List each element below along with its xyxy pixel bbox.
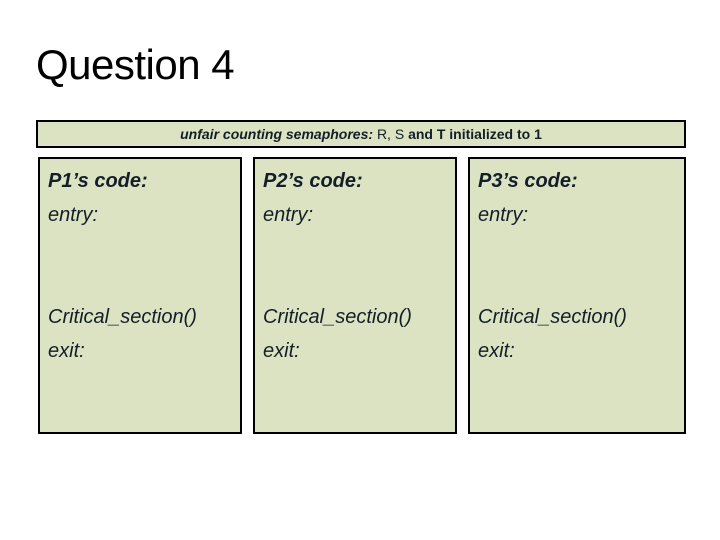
entry-label: entry: [48,204,99,226]
process-box-p2: P2’s code: entry: Critical_section() exi… [253,157,457,434]
process-box-p3: P3’s code: entry: Critical_section() exi… [468,157,686,434]
process-box-p1: P1’s code: entry: Critical_section() exi… [38,157,242,434]
entry-label: entry: [478,204,529,226]
entry-label: entry: [263,204,314,226]
slide-title: Question 4 [36,41,235,88]
banner-regular-text: R, S [376,126,409,142]
box-title: P2’s code: [263,170,363,192]
banner: unfair counting semaphores: R, S and T i… [36,120,686,148]
spacer [263,232,447,300]
banner-bold-text: and T initialized to 1 [408,126,542,142]
exit-label: exit: [478,340,515,362]
critical-section-line: Critical_section() [48,306,197,328]
exit-label: exit: [263,340,300,362]
process-box-content: P2’s code: entry: Critical_section() exi… [255,159,455,373]
box-title: P3’s code: [478,170,578,192]
process-box-content: P1’s code: entry: Critical_section() exi… [40,159,240,373]
critical-section-line: Critical_section() [478,306,627,328]
critical-section-line: Critical_section() [263,306,412,328]
process-box-content: P3’s code: entry: Critical_section() exi… [470,159,684,373]
spacer [48,232,232,300]
box-title: P1’s code: [48,170,148,192]
banner-italic-text: unfair counting semaphores: [180,126,377,142]
spacer [478,232,676,300]
exit-label: exit: [48,340,85,362]
